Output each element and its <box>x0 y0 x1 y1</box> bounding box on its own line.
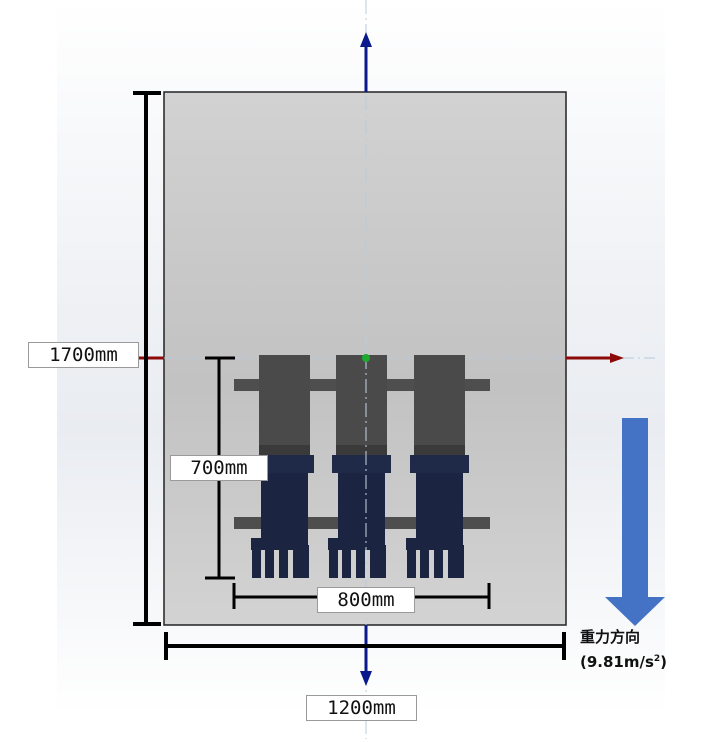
dimension-line-width <box>164 632 566 660</box>
horizontal-axis-arrow <box>566 353 624 363</box>
gravity-value-close: ) <box>660 653 668 671</box>
gravity-value: (9.81m/s2) <box>580 648 667 673</box>
gravity-title: 重力方向 <box>580 628 641 646</box>
width-dimension-label: 1200mm <box>306 695 417 721</box>
device-width-dimension-label: 800mm <box>317 587 415 613</box>
device-unit-2 <box>328 355 391 578</box>
gravity-direction-label: 重力方向 (9.81m/s2) <box>580 626 667 673</box>
vertical-axis-arrow-down <box>360 625 372 686</box>
device-unit-1 <box>251 355 314 578</box>
gravity-value-text: (9.81m/s <box>580 653 654 671</box>
height-dimension-label: 1700mm <box>28 342 139 368</box>
dimension-line-height <box>133 91 161 626</box>
gravity-arrow <box>605 418 665 626</box>
device-unit-3 <box>406 355 469 578</box>
device-height-dimension-label: 700mm <box>170 455 268 481</box>
gravity-exponent: 2 <box>653 654 661 664</box>
center-point <box>362 354 370 362</box>
vertical-axis-arrow <box>360 32 372 92</box>
